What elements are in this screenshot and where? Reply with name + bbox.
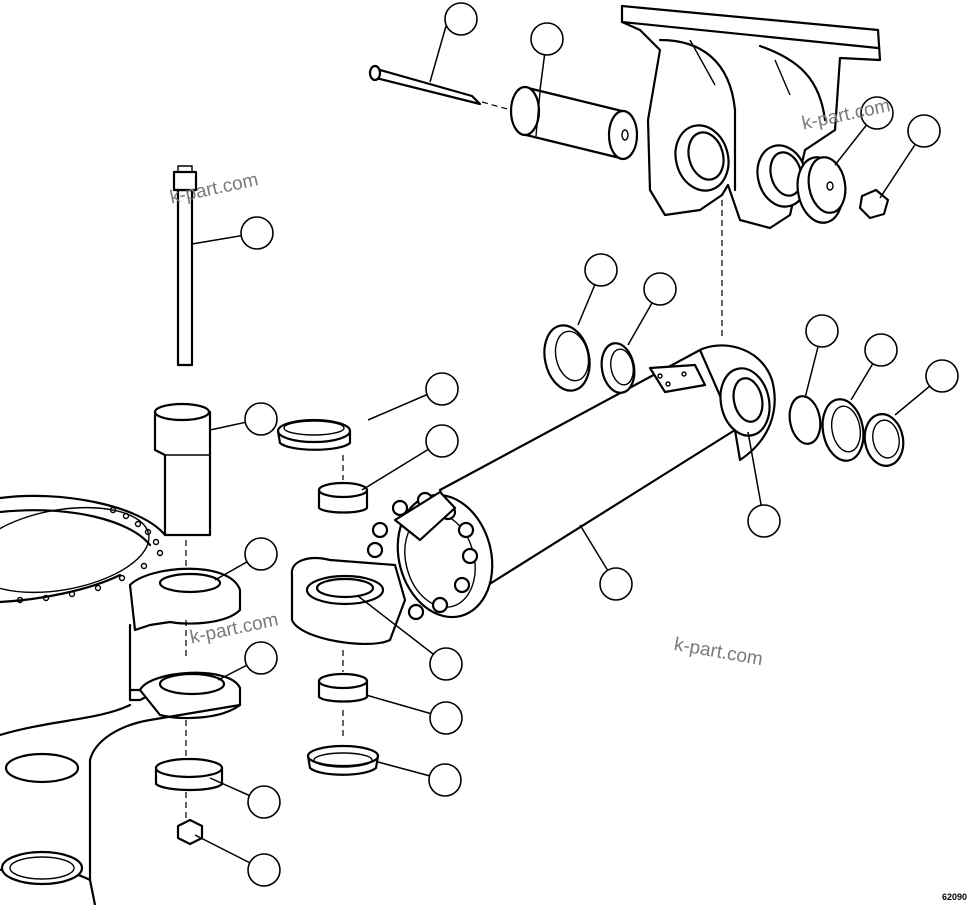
head-seal-kit — [543, 324, 905, 467]
callout-balloon — [429, 701, 463, 735]
washer-lower — [154, 757, 224, 792]
callout-balloon — [244, 641, 278, 675]
vertical-bushing — [153, 402, 212, 570]
swing-frame — [0, 494, 242, 905]
nut-upper — [858, 188, 890, 220]
drawing-number: 62090 — [941, 892, 967, 902]
callout-balloon — [864, 333, 898, 367]
upper-pin — [368, 64, 519, 113]
hydraulic-cylinder — [290, 344, 776, 646]
callout-balloon — [747, 504, 781, 538]
callout-balloon — [925, 359, 959, 393]
callout-balloon — [907, 114, 941, 148]
callout-balloon — [425, 372, 459, 406]
callout-balloon — [247, 853, 281, 887]
callout-balloon — [444, 2, 478, 36]
callout-balloon — [428, 763, 462, 797]
pin-bushing — [509, 85, 639, 161]
callout-balloon — [530, 22, 564, 56]
mounting-bracket — [620, 4, 882, 230]
callout-balloon — [425, 424, 459, 458]
callout-balloon — [240, 216, 274, 250]
callout-balloon — [860, 96, 894, 130]
callout-balloon — [584, 253, 618, 287]
callout-balloon — [599, 567, 633, 601]
vertical-pin — [172, 165, 198, 367]
callout-balloon — [244, 537, 278, 571]
callout-balloons — [240, 2, 959, 887]
callout-balloon — [805, 314, 839, 348]
callout-balloon — [429, 647, 463, 681]
rod-seal-kit-left — [276, 418, 380, 776]
nut-lower — [176, 818, 204, 846]
washer-upper — [796, 156, 847, 224]
callout-balloon — [244, 402, 278, 436]
callout-balloon — [247, 785, 281, 819]
callout-balloon — [643, 272, 677, 306]
